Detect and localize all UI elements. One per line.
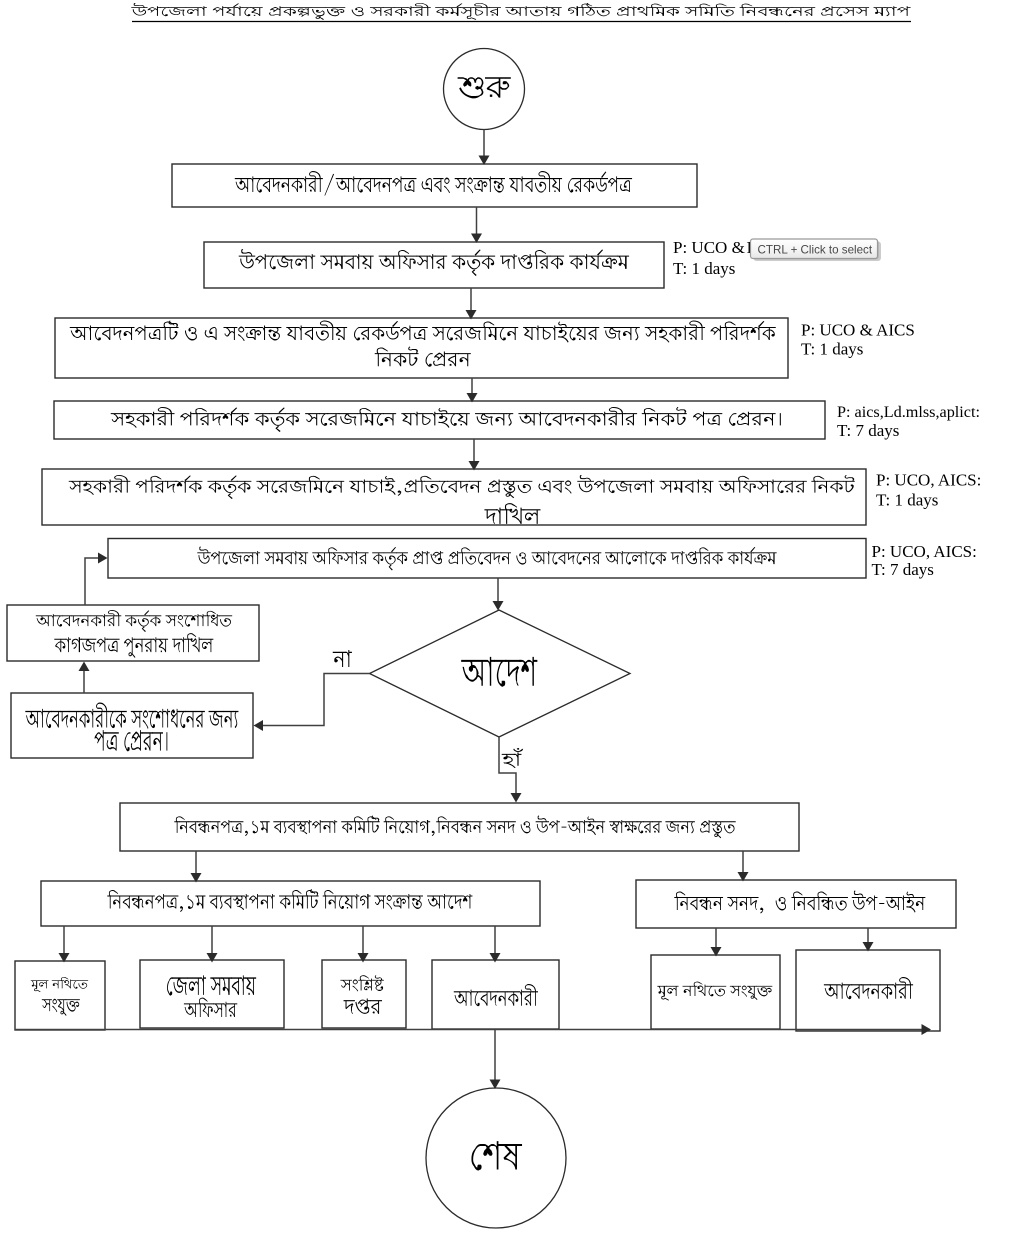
svg-text:I: I: [747, 238, 753, 257]
svg-text:T: 1 days: T: 1 days: [876, 491, 938, 510]
svg-text:T: 7 days: T: 7 days: [837, 421, 899, 440]
svg-text:T: 1 days: T: 1 days: [673, 259, 735, 278]
svg-text:P: UCO & AICS: P: UCO & AICS: [801, 321, 915, 340]
svg-text:P: UCO, AICS:: P: UCO, AICS:: [876, 471, 981, 490]
svg-text:P: UCO, AICS:: P: UCO, AICS:: [872, 542, 977, 561]
svg-text:CTRL + Click to select: CTRL + Click to select: [758, 244, 873, 257]
svg-text:P: UCO &: P: UCO &: [673, 238, 745, 257]
svg-text:P: aics,Ld.mlss,aplict:: P: aics,Ld.mlss,aplict:: [837, 403, 980, 421]
svg-text:T: 7 days: T: 7 days: [872, 560, 934, 579]
svg-text:T: 1 days: T: 1 days: [801, 340, 863, 359]
